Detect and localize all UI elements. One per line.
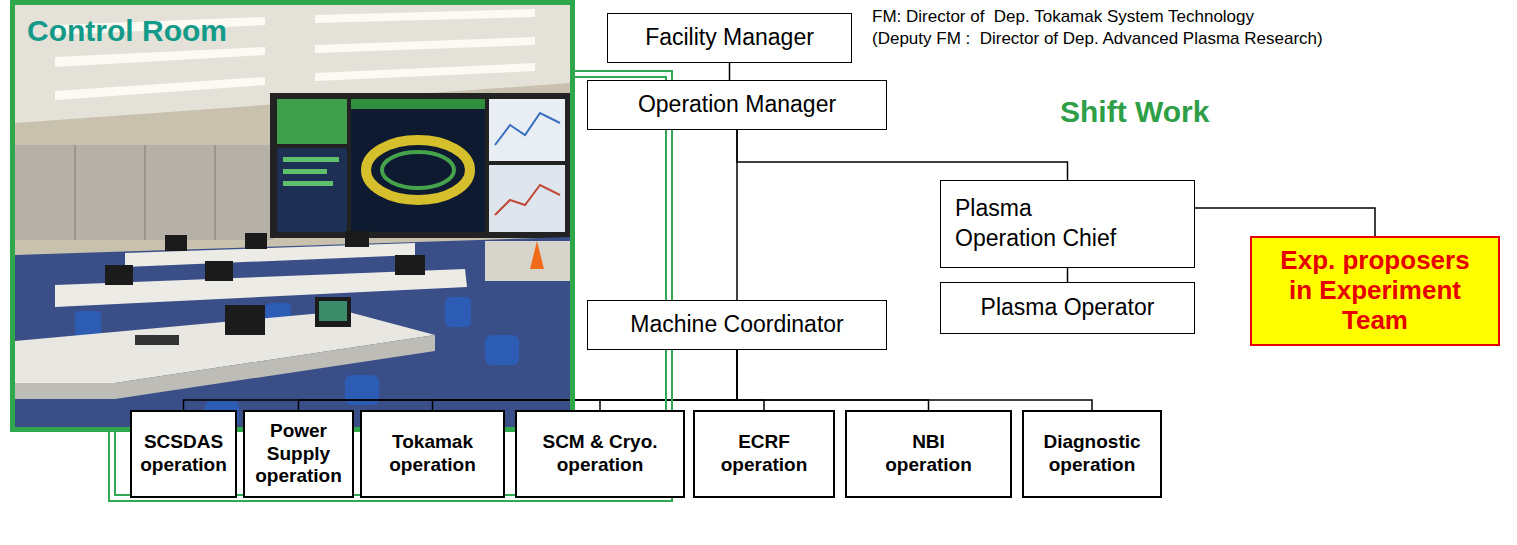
operation-box: ECRF operation [693, 410, 835, 498]
region-outline-outer [109, 71, 672, 501]
ceiling-light [315, 63, 535, 81]
monitor [315, 297, 351, 327]
ceiling-light [55, 77, 265, 100]
screen-bar [283, 169, 327, 174]
rack-seam [214, 145, 216, 240]
screen-header [351, 99, 485, 109]
operation-name: SCM & Cryo. operation [538, 431, 663, 477]
video-wall [270, 93, 570, 238]
screen-chart [495, 185, 560, 215]
note-text: FM: Director of Dep. Tokamak System Tech… [872, 6, 1323, 28]
operation-name: Tokamak operation [383, 431, 483, 477]
operation-box: SCSDAS operation [130, 410, 237, 498]
ceiling-light [315, 9, 535, 23]
region-title: Shift Work [1060, 94, 1209, 130]
connector-line [729, 63, 731, 80]
torus-display [366, 140, 470, 200]
team-box: Exp. proposers in Experiment Team [1250, 236, 1500, 346]
shift-region: Shift Work Operation ManagerPlasma Operat… [108, 70, 1510, 542]
screen-chart [495, 113, 560, 145]
connector-line [1195, 208, 1375, 236]
screen-bar [283, 157, 339, 162]
connector-line [737, 350, 764, 410]
connector-line [737, 130, 1068, 180]
role-name: Machine Coordinator [630, 310, 844, 340]
connector-line [737, 350, 1092, 410]
screen-bar [283, 181, 333, 186]
chair [445, 297, 471, 327]
wall-screen [351, 99, 485, 232]
operation-box: Diagnostic operation [1022, 410, 1162, 498]
wall-screen [489, 99, 565, 161]
role-name: Plasma Operation Chief [955, 194, 1127, 254]
equipment-rack [15, 145, 273, 240]
note-block: FM: Director of Dep. Tokamak System Tech… [872, 6, 1323, 50]
connector-line [433, 350, 738, 410]
connector-line [737, 350, 929, 410]
control-room-photo [15, 5, 570, 427]
monitor [225, 305, 265, 335]
monitor [395, 255, 425, 275]
chair [485, 335, 519, 365]
cabinet [485, 241, 570, 281]
keyboard [135, 335, 179, 345]
team-name: Exp. proposers in Experiment Team [1273, 246, 1477, 336]
note-text: (Deputy FM : Director of Dep. Advanced P… [872, 28, 1323, 50]
operation-name: Power Supply operation [252, 420, 346, 488]
monitor [105, 265, 133, 285]
operation-box: Power Supply operation [243, 410, 354, 498]
operation-box: NBI operation [845, 410, 1012, 498]
operation-name: ECRF operation [714, 431, 814, 477]
operation-name: Diagnostic operation [1036, 431, 1148, 477]
role-box: Plasma Operator [940, 282, 1195, 334]
operation-box: Tokamak operation [360, 410, 505, 498]
connector-line [600, 350, 737, 410]
role-box: Operation Manager [587, 80, 887, 130]
room-wall [15, 5, 570, 427]
monitor [165, 235, 187, 251]
operation-box: SCM & Cryo. operation [515, 410, 685, 498]
connector-line [184, 350, 738, 410]
role-box: Machine Coordinator [587, 300, 887, 350]
wall-screen [277, 99, 347, 144]
role-box: Facility Manager [607, 13, 852, 63]
wall-screen [277, 148, 347, 232]
panel-title: Control Room [27, 13, 227, 49]
ceiling-light [55, 47, 265, 67]
rack-seam [144, 145, 146, 240]
role-name: Plasma Operator [981, 293, 1155, 323]
operation-name: NBI operation [879, 431, 979, 477]
role-box: Plasma Operation Chief [940, 180, 1195, 268]
torus-display [382, 152, 454, 188]
monitor-screen [319, 301, 347, 321]
role-name: Facility Manager [645, 23, 814, 53]
rack-seam [74, 145, 76, 240]
photo-panel: Control Room [10, 0, 575, 432]
role-name: Operation Manager [638, 90, 836, 120]
ceiling-light [315, 37, 535, 53]
monitor [205, 261, 233, 281]
operation-name: SCSDAS operation [139, 431, 229, 477]
wall-screen [489, 165, 565, 232]
traffic-cone [530, 241, 544, 269]
monitor [345, 231, 369, 247]
monitor [245, 233, 267, 249]
carpet-floor [15, 237, 570, 427]
connector-line [1067, 268, 1069, 282]
